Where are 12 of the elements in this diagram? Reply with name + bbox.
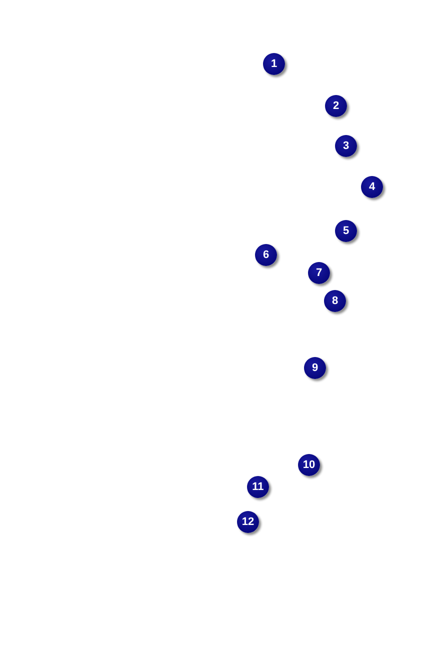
callout-number: 1 xyxy=(263,53,285,75)
callout-number: 10 xyxy=(298,454,320,476)
callout-number: 11 xyxy=(247,476,269,498)
callout-number: 4 xyxy=(361,176,383,198)
callout-number: 8 xyxy=(324,290,346,312)
callout-number: 6 xyxy=(255,244,277,266)
callout-number: 5 xyxy=(335,220,357,242)
callout-number: 2 xyxy=(325,95,347,117)
callout-number: 12 xyxy=(237,511,259,533)
callout-number: 9 xyxy=(304,357,326,379)
callout-number: 3 xyxy=(335,135,357,157)
callout-number: 7 xyxy=(308,262,330,284)
